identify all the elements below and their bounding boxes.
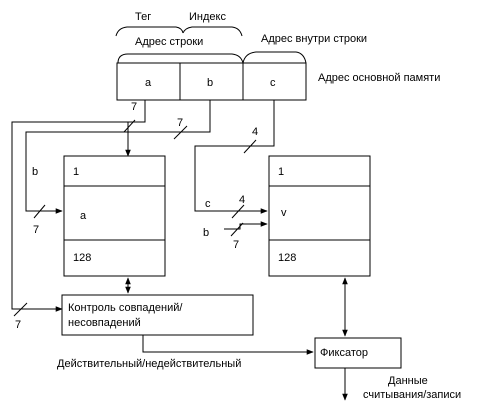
b-to-data-width: 7 [233,239,239,251]
b-to-tag-width: 7 [33,224,39,236]
a-bus-width: 7 [131,101,137,113]
b-bus-width: 7 [177,117,183,129]
latch-box [314,337,402,369]
data-output-label-line1: Данные [388,375,428,387]
b-to-tag-label: b [32,166,38,178]
data-memory-last-row: 128 [278,252,296,264]
comparator-box [61,294,254,336]
tag-memory-first-row: 1 [73,166,79,178]
address-field-c: c [270,77,276,89]
index-bracket [182,26,243,37]
row-address-bracket [117,53,244,64]
tag-bracket [115,26,184,37]
comparator-label-line2: несовпадений [68,317,141,329]
a-to-compare-line [11,121,128,312]
row-address-label: Адрес строки [135,36,203,48]
c-bus-line [194,100,275,214]
tag-memory [63,155,166,277]
address-field-a: a [145,77,152,89]
b-bus-line [25,100,211,214]
a-bus-line [125,100,146,157]
c-bus-width: 4 [252,126,258,138]
address-register [116,62,307,101]
index-field-label: Индекс [189,11,226,23]
main-memory-address-label: Адрес основной памяти [318,72,440,84]
data-memory-first-row: 1 [278,166,284,178]
data-memory [268,155,371,277]
c-to-data-label: c [205,198,211,210]
valid-invalid-label: Действительный/недействительный [57,358,241,370]
compare-width: 7 [15,319,21,331]
tag-field-label: Тег [135,11,151,23]
b-to-data-line [224,221,268,230]
comparator-label-line1: Контроль совпадений/ [68,302,183,314]
tag-memory-last-row: 128 [73,252,91,264]
c-to-data-width: 4 [239,194,245,206]
data-output-label-line2: считывания/записи [363,389,461,401]
latch-label: Фиксатор [320,347,368,359]
tag-memory-content: a [80,210,87,222]
address-field-b: b [207,77,213,89]
in-row-address-bracket [242,51,307,64]
in-row-address-label: Адрес внутри строки [261,33,367,45]
valid-line [142,335,314,355]
data-memory-content: v [281,207,287,219]
b-to-data-label: b [203,227,209,239]
